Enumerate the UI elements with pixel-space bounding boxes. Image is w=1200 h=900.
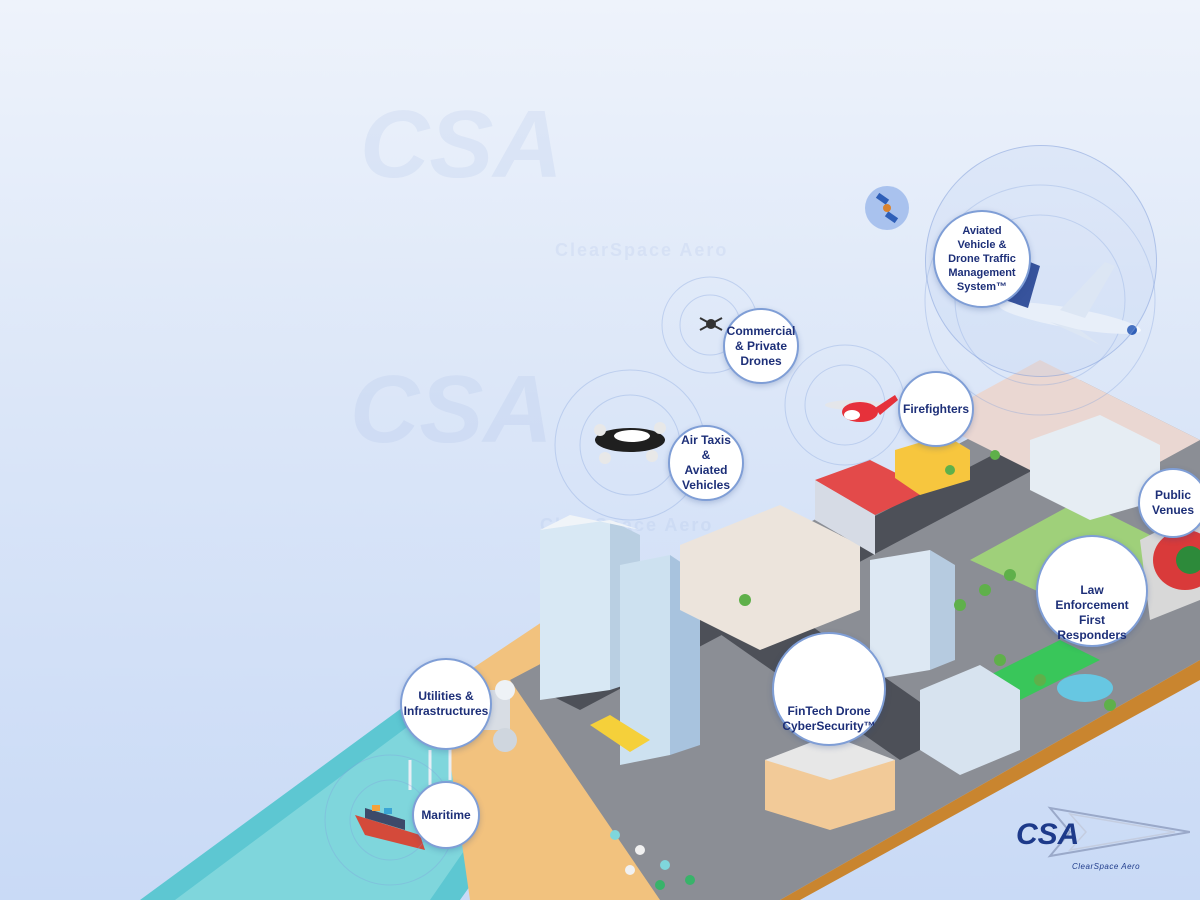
air-taxis-label: Air Taxis & Aviated Vehicles bbox=[681, 433, 731, 492]
building-offices bbox=[680, 505, 860, 650]
helicopter-icon bbox=[825, 395, 898, 422]
building-offices-2 bbox=[920, 665, 1020, 775]
watermark-sub: ClearSpace Aero bbox=[555, 240, 729, 260]
commercial-drones-bubble[interactable]: Commercial & Private Drones bbox=[723, 308, 799, 384]
utilities-label: Utilities & Infrastructures bbox=[403, 689, 489, 718]
pond bbox=[1057, 674, 1113, 702]
csa-logo: CSA ClearSpace Aero bbox=[1010, 800, 1190, 880]
building-red-body bbox=[815, 480, 875, 555]
law-enforcement-bubble[interactable]: Law Enforcement First Responders bbox=[1036, 535, 1148, 647]
trees bbox=[739, 450, 1116, 711]
building-red-roof bbox=[815, 460, 930, 515]
maritime-bubble[interactable]: Maritime bbox=[412, 781, 480, 849]
smoke bbox=[495, 680, 515, 700]
tower-3-side bbox=[930, 550, 955, 670]
ship-icon bbox=[355, 805, 425, 850]
logo-chevron-icon bbox=[1047, 806, 1190, 858]
satellite-icon bbox=[865, 186, 909, 230]
air-traffic-management-label: Aviated Vehicle & Drone Traffic Manageme… bbox=[948, 225, 1016, 293]
beach-umbrellas bbox=[610, 830, 695, 890]
law-enforcement-label: Law Enforcement First Responders bbox=[1055, 583, 1129, 642]
air-taxi-icon bbox=[594, 422, 666, 464]
watermark-brand: CSA bbox=[360, 91, 563, 198]
watermark-brand-2: CSA bbox=[350, 356, 553, 463]
public-venues-bubble[interactable]: Public Venues bbox=[1138, 468, 1200, 538]
tower-1-top bbox=[540, 515, 640, 530]
fintech-cybersecurity-bubble[interactable]: FinTech Drone CyberSecurity™ bbox=[772, 632, 886, 746]
storage-tank bbox=[493, 728, 517, 752]
venue-building bbox=[1030, 415, 1160, 520]
building-mall-top bbox=[765, 735, 895, 780]
commercial-drones-label: Commercial & Private Drones bbox=[726, 323, 796, 368]
logo-subtitle: ClearSpace Aero bbox=[1072, 862, 1141, 871]
tower-2-front bbox=[620, 555, 670, 765]
firefighters-label: Firefighters bbox=[903, 401, 970, 416]
air-taxis-bubble[interactable]: Air Taxis & Aviated Vehicles bbox=[668, 425, 744, 501]
logo-brand: CSA bbox=[1016, 818, 1080, 851]
bus bbox=[590, 715, 650, 752]
air-traffic-management-bubble[interactable]: Aviated Vehicle & Drone Traffic Manageme… bbox=[933, 210, 1031, 308]
stadium-field bbox=[1176, 546, 1200, 574]
fintech-cybersecurity-label: FinTech Drone CyberSecurity™ bbox=[782, 704, 876, 733]
sea-shallow bbox=[175, 710, 520, 900]
public-venues-label: Public Venues bbox=[1151, 488, 1195, 517]
drone-icon bbox=[699, 317, 723, 331]
utilities-bubble[interactable]: Utilities & Infrastructures bbox=[400, 658, 492, 750]
tower-3-front bbox=[870, 550, 930, 680]
firefighters-bubble[interactable]: Firefighters bbox=[898, 371, 974, 447]
tower-1-front bbox=[540, 520, 610, 700]
firehouse bbox=[895, 435, 970, 495]
maritime-label: Maritime bbox=[421, 807, 471, 822]
